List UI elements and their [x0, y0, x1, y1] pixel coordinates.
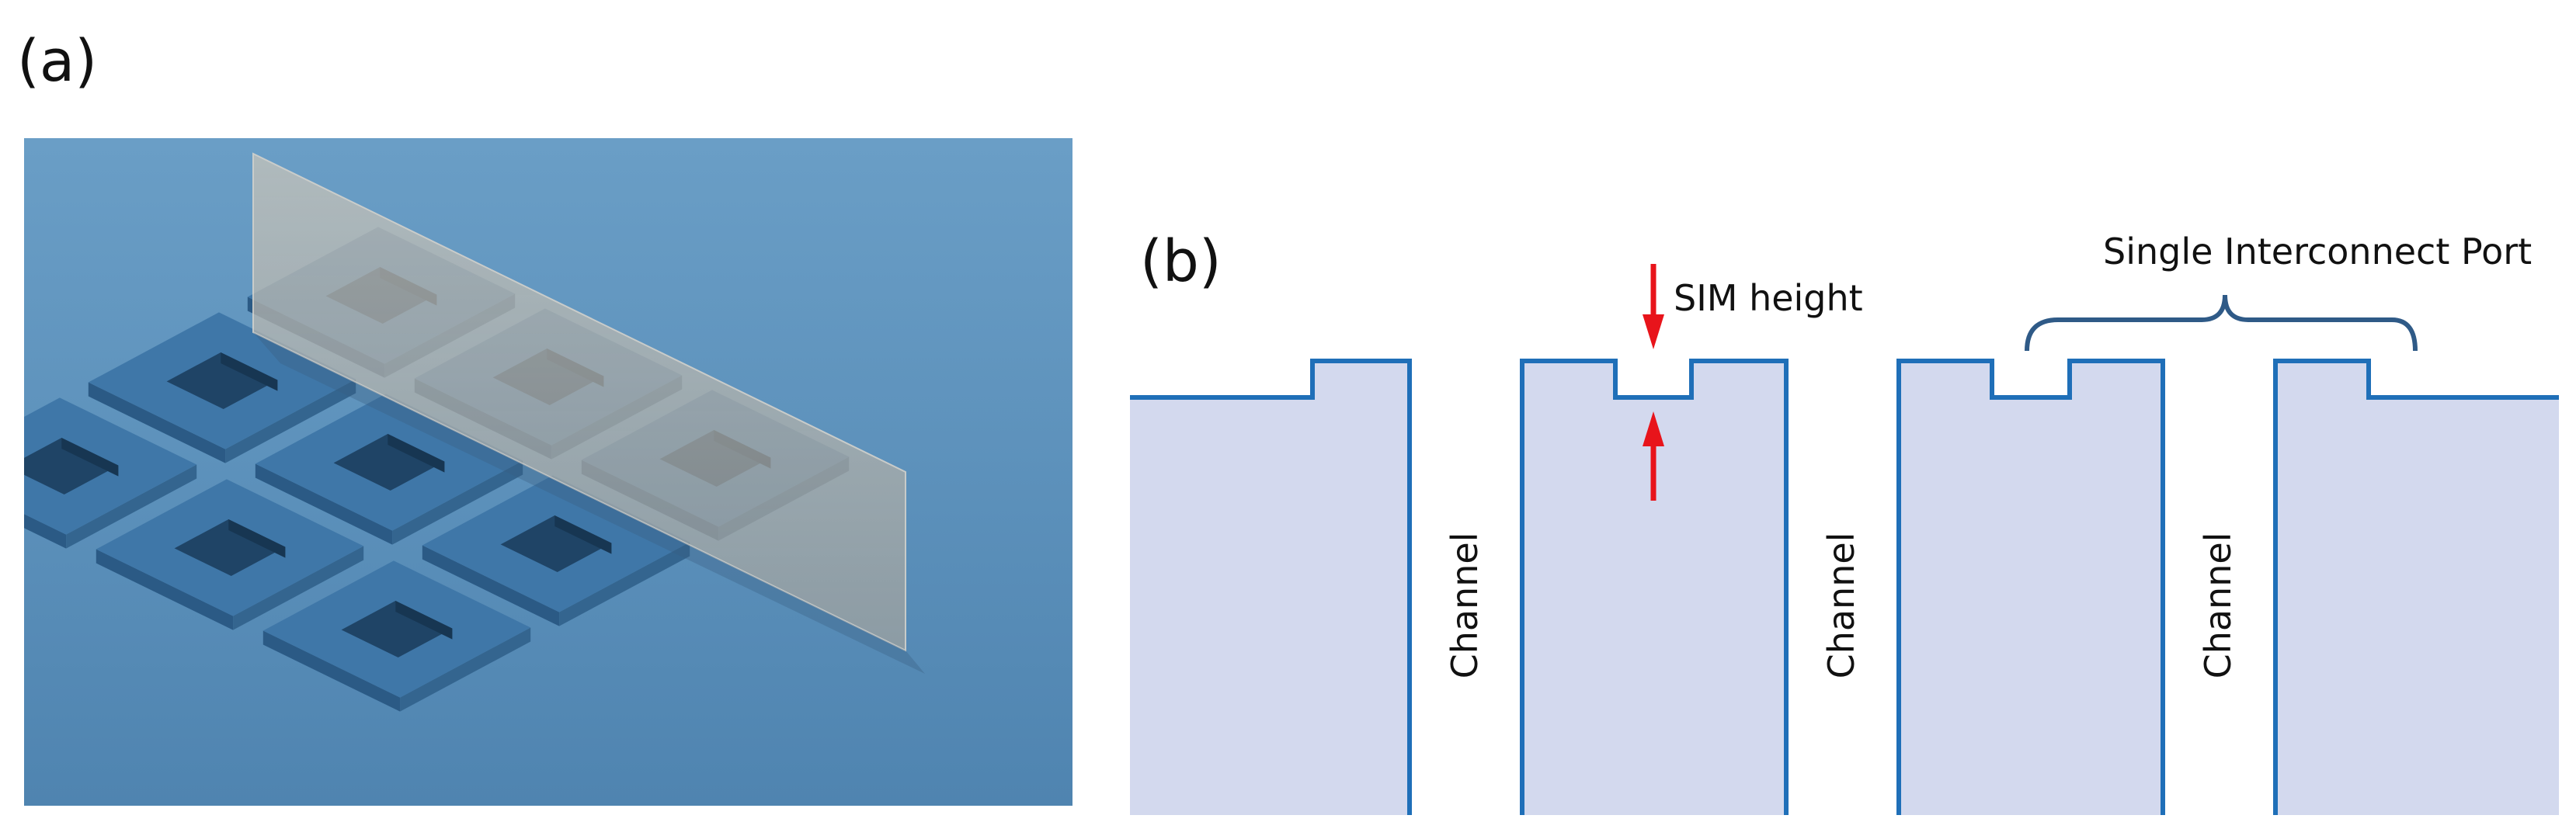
die-4-outline — [2273, 359, 2559, 815]
channel-label-2: Channel — [1820, 532, 1862, 679]
tile-hole-wall — [388, 433, 445, 473]
die-1-outline — [1130, 359, 1412, 815]
tile-side — [400, 627, 531, 712]
die-2-outline — [1520, 359, 1789, 815]
die-2 — [1522, 361, 1786, 815]
tile-side — [233, 546, 364, 630]
panel-b-label: (b) — [1140, 228, 1222, 295]
tile-hole-wall — [61, 437, 119, 477]
tile-hole-wall — [554, 515, 612, 554]
tile-side — [559, 542, 690, 626]
die-4 — [2275, 361, 2559, 815]
tile-side — [422, 545, 560, 626]
tile-side — [24, 514, 67, 549]
tile-hole-wall — [221, 352, 278, 391]
cross-section-plane-shadow — [253, 332, 925, 674]
tile-hole-wall — [395, 600, 453, 640]
die-3 — [1899, 361, 2163, 815]
single-interconnect-port-label: Single Interconnect Port — [2103, 233, 2532, 272]
tile-side — [255, 463, 393, 545]
tile-array-render — [24, 138, 1072, 806]
tile-side — [96, 549, 234, 630]
cross-section-plane — [252, 152, 906, 652]
die-1 — [1130, 361, 1410, 815]
cross-section-schematic: SIM height Single Interconnect Port Chan… — [1130, 233, 2559, 815]
tile-side — [262, 630, 401, 712]
tile-hole — [24, 437, 119, 495]
curly-brace — [2025, 294, 2418, 352]
tile-side — [225, 379, 356, 463]
tile-side — [66, 464, 197, 549]
red-down-arrow-icon — [1643, 264, 1664, 349]
channel-label-1: Channel — [1444, 532, 1486, 679]
red-up-arrow-icon — [1643, 411, 1664, 501]
die-3-outline — [1896, 359, 2165, 815]
tile-side — [392, 460, 523, 545]
panel-a-label: (a) — [17, 28, 98, 95]
tile-side — [88, 382, 226, 463]
sim-height-label: SIM height — [1674, 277, 1863, 319]
tile-hole-wall — [228, 519, 286, 558]
channel-label-3: Channel — [2197, 532, 2239, 679]
